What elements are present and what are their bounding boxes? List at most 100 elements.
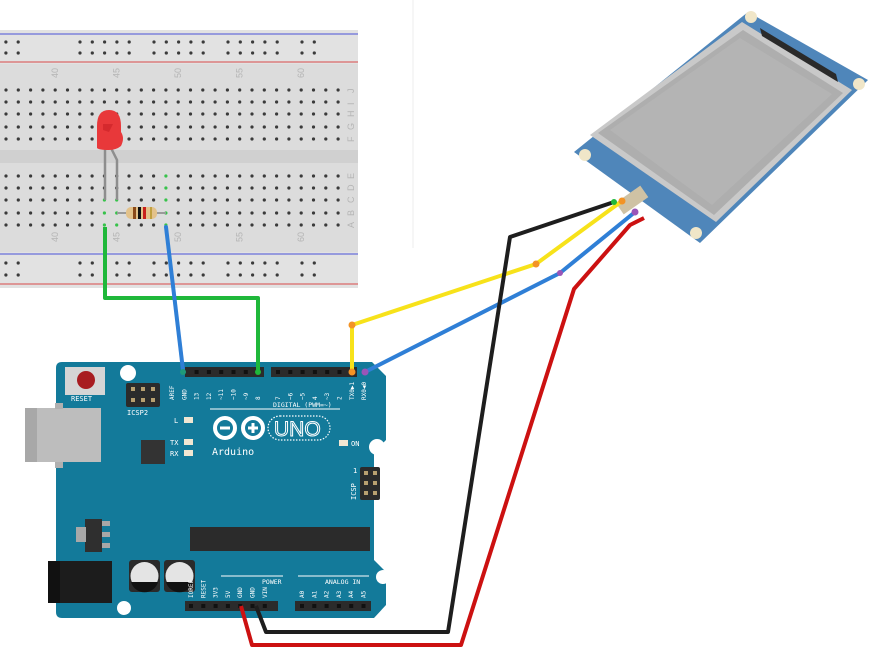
digital-pin[interactable] — [312, 370, 317, 374]
power-pin[interactable] — [213, 604, 218, 608]
breadboard-hole — [4, 174, 8, 178]
rail-hole — [115, 261, 119, 265]
breadboard-hole — [324, 125, 328, 129]
breadboard-hole — [29, 88, 33, 92]
breadboard-hole — [139, 223, 143, 227]
breadboard-hole — [65, 198, 70, 202]
digital-pin[interactable] — [206, 370, 211, 374]
display-mount-hole — [853, 78, 865, 90]
breadboard-hole — [225, 211, 229, 215]
breadboard-hole — [201, 198, 205, 202]
power-pin[interactable] — [201, 604, 206, 608]
header-pin — [141, 387, 145, 391]
digital-pin[interactable] — [276, 370, 280, 374]
breadboard-hole — [152, 174, 156, 178]
breadboard-hole — [164, 100, 168, 104]
digital-pin[interactable] — [243, 370, 248, 374]
breadboard-hole — [164, 137, 168, 141]
breadboard-hole — [65, 137, 70, 141]
breadboard-hole — [16, 100, 20, 104]
digital-pin[interactable] — [219, 370, 224, 374]
column-number: 55 — [235, 232, 245, 242]
wire-bend-point — [557, 270, 563, 276]
breadboard-hole — [324, 174, 328, 178]
digital-pin[interactable] — [288, 370, 293, 374]
usb-connector — [25, 408, 101, 462]
analog-pin[interactable] — [361, 604, 366, 608]
analog-pin-label: A1 — [311, 590, 318, 598]
breadboard-hole — [16, 125, 20, 129]
breadboard-hole — [16, 137, 20, 141]
breadboard-hole — [188, 125, 193, 129]
breadboard-hole — [65, 125, 70, 129]
analog-label: ANALOG IN — [325, 578, 360, 586]
rail-hole — [4, 273, 8, 277]
rail-hole — [115, 40, 119, 44]
breadboard-hole — [311, 125, 316, 129]
breadboard-hole — [139, 174, 143, 178]
breadboard-hole — [90, 112, 94, 116]
rail-hole — [4, 40, 8, 44]
breadboard-hole — [262, 112, 266, 116]
breadboard-hole — [164, 88, 168, 92]
breadboard-holes — [4, 40, 340, 277]
wire-black-gnd[interactable] — [254, 200, 615, 634]
column-number: 50 — [173, 232, 183, 242]
led[interactable] — [97, 110, 123, 200]
resistor[interactable] — [117, 207, 166, 219]
breadboard-hole — [287, 125, 291, 129]
breadboard-hole — [188, 223, 193, 227]
icsp2-label: ICSP2 — [127, 409, 148, 417]
rail-hole — [164, 51, 168, 55]
rail-hole — [164, 273, 168, 277]
wire-red-5v[interactable] — [239, 216, 645, 647]
analog-pin[interactable] — [336, 604, 341, 608]
wire-green-gnd[interactable] — [103, 227, 260, 370]
digital-pin[interactable] — [325, 370, 330, 374]
digital-pin-label: TX0▶1 — [349, 382, 356, 400]
breadboard-hole — [139, 198, 143, 202]
power-label: POWER — [262, 578, 282, 586]
power-pin-label: RESET — [200, 580, 207, 598]
breadboard-hole — [139, 112, 143, 116]
power-pin[interactable] — [250, 604, 255, 608]
power-pin[interactable] — [262, 604, 267, 608]
analog-header — [295, 601, 371, 611]
breadboard-hole — [78, 174, 82, 178]
digital-pin[interactable] — [194, 370, 199, 374]
breadboard-hole — [201, 211, 205, 215]
digital-pin-label: AREF — [169, 385, 176, 400]
analog-pin[interactable] — [324, 604, 329, 608]
rail-hole — [201, 261, 205, 265]
breadboard-hole — [115, 100, 119, 104]
digital-pin[interactable] — [337, 370, 342, 374]
digital-pin[interactable] — [231, 370, 236, 374]
reset-button[interactable] — [77, 371, 95, 389]
rail-hole — [189, 261, 193, 265]
header-pin — [131, 398, 135, 402]
analog-pin[interactable] — [300, 604, 304, 608]
analog-pin[interactable] — [312, 604, 317, 608]
power-pin-label: IOREF — [188, 580, 195, 598]
nextion-display[interactable] — [412, 0, 878, 250]
breadboard-hole — [78, 125, 82, 129]
capacitor-stripe — [166, 582, 193, 593]
wire-blue-resistor[interactable] — [164, 225, 185, 372]
header-pin — [373, 471, 377, 475]
power-pin-label: VIN — [262, 587, 269, 598]
digital-pin-label: ~6 — [287, 392, 294, 400]
wire-yellow-tx[interactable] — [350, 199, 624, 372]
power-pin-label: GND — [250, 587, 257, 598]
analog-pin[interactable] — [349, 604, 354, 608]
digital-pin-label: RX0◀0 — [361, 382, 368, 400]
breadboard-hole — [238, 223, 242, 227]
digital-pin-label: 13 — [194, 392, 201, 400]
power-pin[interactable] — [238, 604, 243, 608]
digital-pin[interactable] — [300, 370, 305, 374]
breadboard-hole — [41, 137, 45, 141]
power-pin[interactable] — [189, 604, 193, 608]
power-pin[interactable] — [225, 604, 230, 608]
regulator-pin — [102, 521, 110, 526]
